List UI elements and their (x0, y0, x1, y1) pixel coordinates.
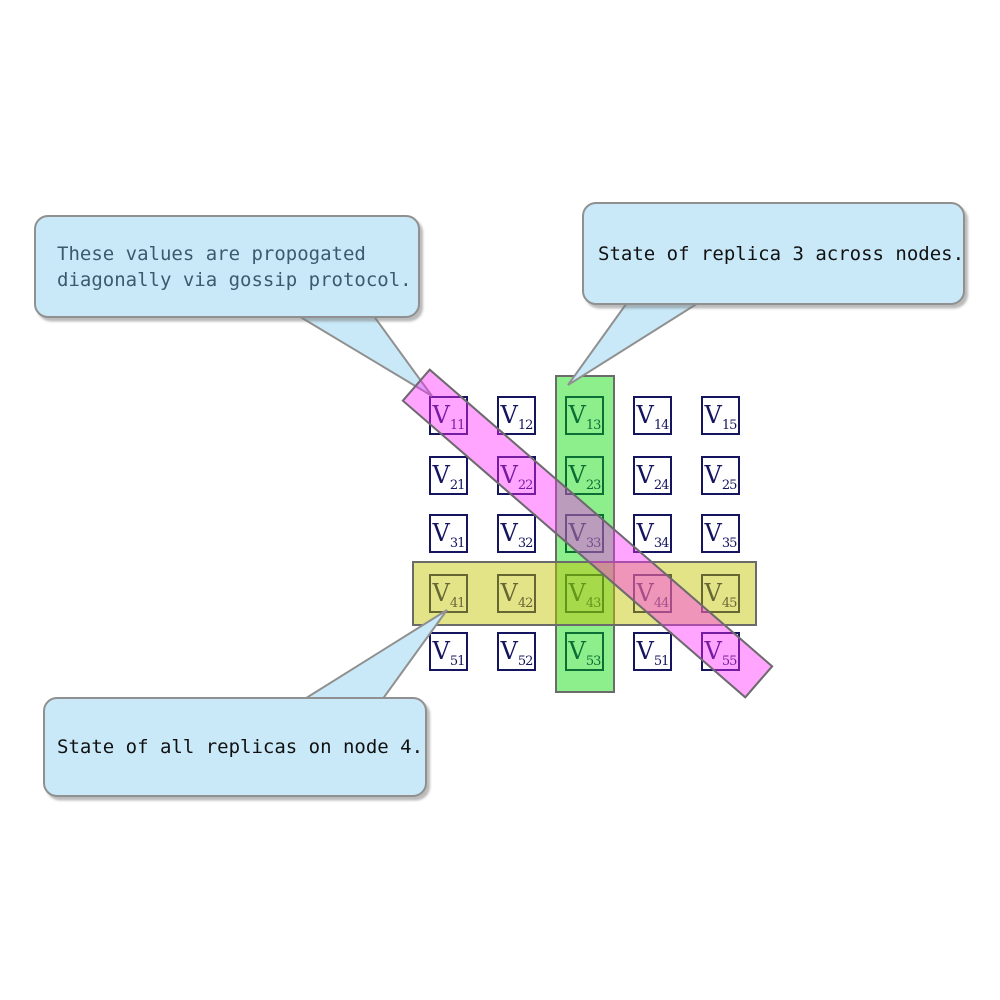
cell-value-label: V32 (500, 519, 534, 551)
matrix-cell-r2c4: V24 (633, 455, 672, 495)
matrix-cell-r4c5: V45 (701, 573, 740, 613)
cell-value-label: V42 (500, 579, 534, 611)
cell-value-label: V51 (432, 637, 466, 669)
node-4-callout-tail (299, 609, 448, 701)
cell-value-label: V12 (500, 401, 534, 433)
cell-value-label: V45 (704, 579, 738, 611)
matrix-cell-r5c5: V55 (701, 631, 740, 671)
cell-value-label: V13 (568, 401, 602, 433)
matrix-cell-r2c3: V23 (565, 455, 604, 495)
cell-value-label: V21 (432, 461, 466, 493)
matrix-cell-r3c4: V34 (633, 513, 672, 553)
matrix-cell-r4c4: V44 (633, 573, 672, 613)
cell-value-label: V34 (636, 519, 670, 551)
matrix-cell-r4c2: V42 (497, 573, 536, 613)
replica-3-column-highlight (555, 375, 615, 693)
cell-value-label: V33 (568, 519, 602, 551)
matrix-cell-r1c2: V12 (497, 395, 536, 435)
cell-value-label: V14 (636, 401, 670, 433)
node-4-callout-text: State of all replicas on node 4. (57, 736, 424, 758)
matrix-cell-r1c3: V13 (565, 395, 604, 435)
matrix-cell-r3c5: V35 (701, 513, 740, 553)
cell-value-label: V55 (704, 637, 738, 669)
node-4-callout-note: State of all replicas on node 4. (43, 697, 427, 797)
cell-value-label: V41 (432, 579, 466, 611)
matrix-cell-r3c1: V31 (429, 513, 468, 553)
matrix-cell-r4c3: V43 (565, 573, 604, 613)
matrix-cell-r3c3: V33 (565, 513, 604, 553)
cell-value-label: V43 (568, 579, 602, 611)
matrix-cell-r5c1: V51 (429, 631, 468, 671)
matrix-cell-r4c1: V41 (429, 573, 468, 613)
cell-value-label: V23 (568, 461, 602, 493)
matrix-cell-r2c5: V25 (701, 455, 740, 495)
matrix-cell-r1c1: V11 (429, 395, 468, 435)
replica-3-callout-text: State of replica 3 across nodes. (598, 242, 965, 265)
matrix-cell-r1c5: V15 (701, 395, 740, 435)
replica-3-callout-tail (567, 299, 707, 386)
cell-value-label: V11 (432, 401, 466, 433)
matrix-cell-r5c3: V53 (565, 631, 604, 671)
cell-value-label: V44 (636, 579, 670, 611)
matrix-cell-r5c2: V52 (497, 631, 536, 671)
cell-value-label: V25 (704, 461, 738, 493)
matrix-cell-r1c4: V14 (633, 395, 672, 435)
gossip-callout-line-2: diagonally via gossip protocol. (57, 268, 412, 291)
replica-3-callout-note: State of replica 3 across nodes. (582, 202, 965, 305)
cell-value-label: V24 (636, 461, 670, 493)
cell-value-label: V22 (500, 461, 534, 493)
matrix-cell-r2c1: V21 (429, 455, 468, 495)
node-4-row-highlight (412, 561, 757, 626)
cell-value-label: V35 (704, 519, 738, 551)
cell-value-label: V53 (568, 637, 602, 669)
cell-value-label: V15 (704, 401, 738, 433)
cell-value-label: V52 (500, 637, 534, 669)
matrix-cell-r2c2: V22 (497, 455, 536, 495)
gossip-callout-note: These values are propogated diagonally v… (34, 215, 420, 318)
cell-value-label: V51 (636, 637, 670, 669)
gossip-callout-line-1: These values are propogated (57, 242, 366, 265)
matrix-cell-r3c2: V32 (497, 513, 536, 553)
gossip-callout-tail (293, 314, 433, 397)
matrix-cell-r5c4: V51 (633, 631, 672, 671)
cell-value-label: V31 (432, 519, 466, 551)
